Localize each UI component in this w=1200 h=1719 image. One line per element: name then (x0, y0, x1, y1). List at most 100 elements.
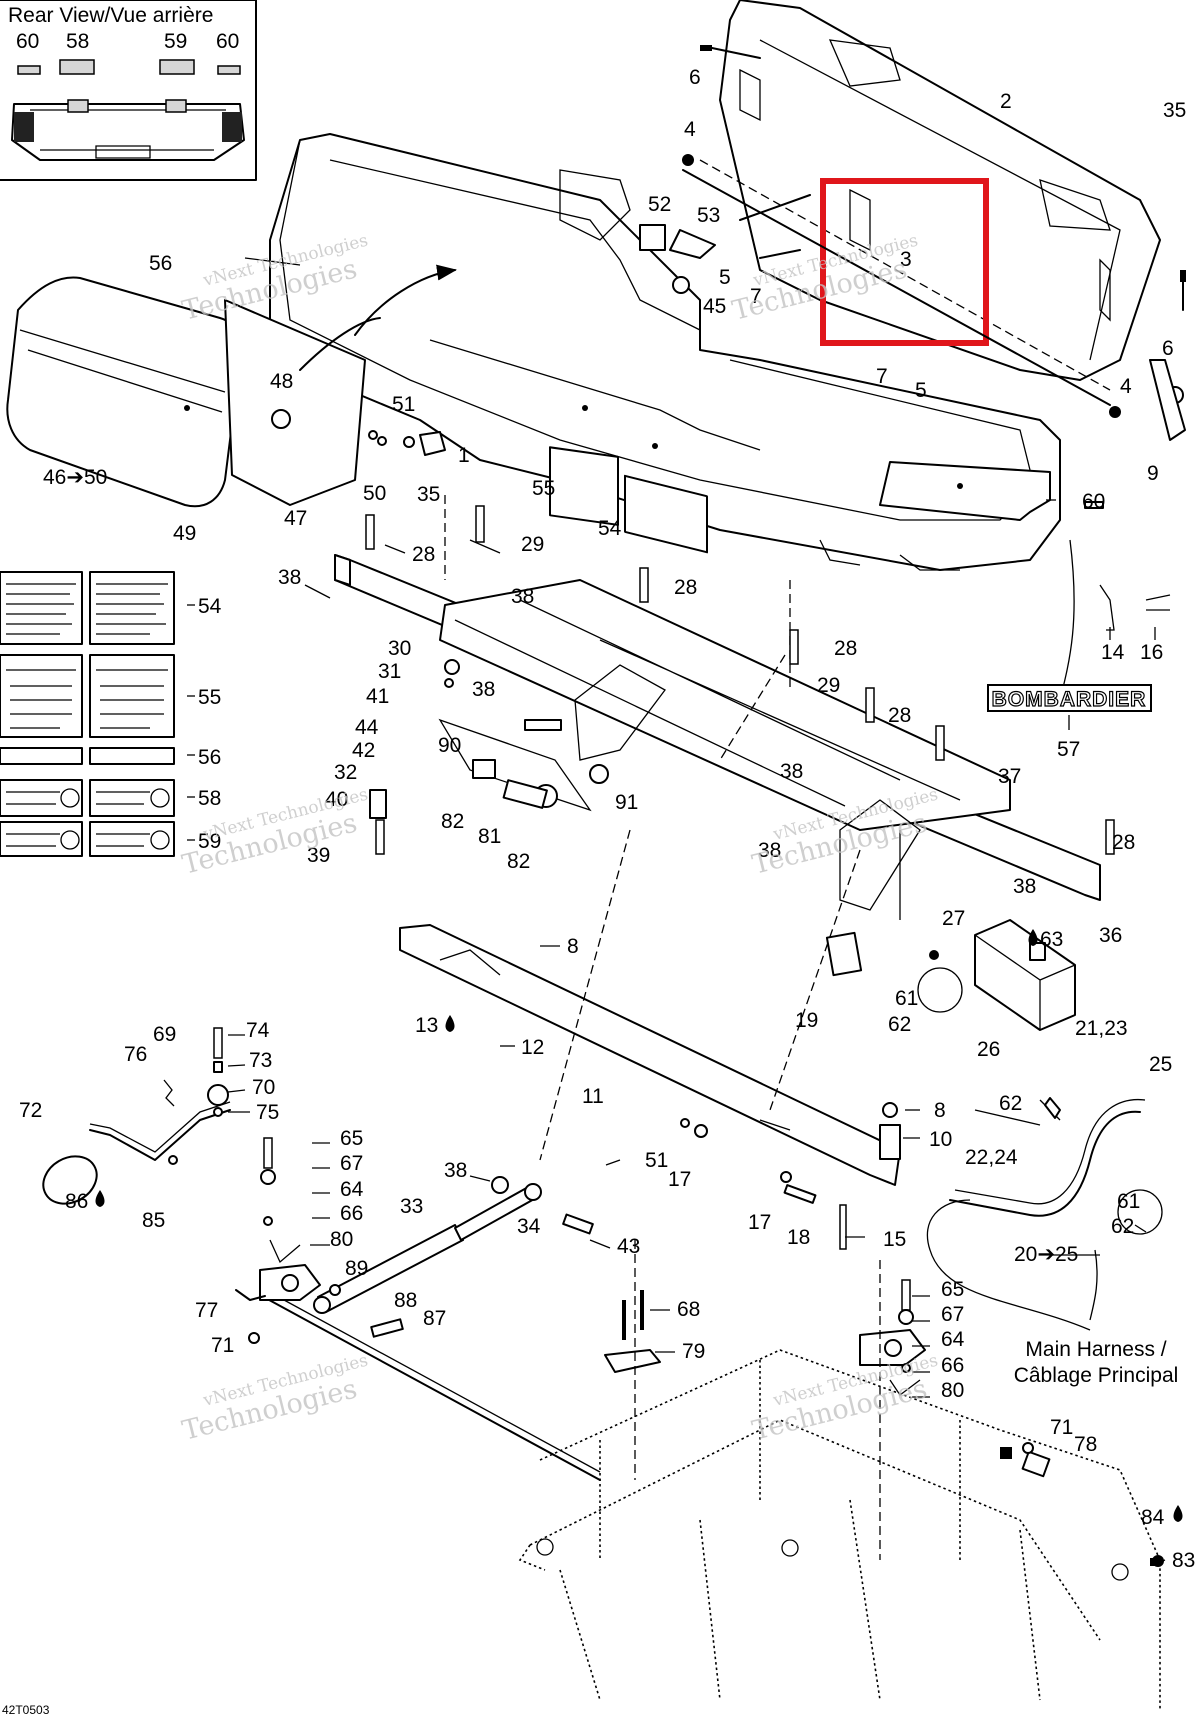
callout-84: 84 (1141, 1506, 1165, 1529)
callout-43: 43 (617, 1235, 640, 1258)
callout-71-b: 71 (1050, 1416, 1073, 1439)
callout-28-c: 28 (834, 637, 857, 660)
callout-38-e: 38 (758, 839, 781, 862)
inset-label-60-left: 60 (16, 30, 39, 53)
decal-54 (624, 474, 708, 554)
callout-56-a: 56 (149, 252, 172, 275)
callout-28-b: 28 (674, 576, 697, 599)
inset-decal-60-left (17, 65, 41, 75)
inset-label-59: 59 (164, 30, 187, 53)
callout-65-b: 65 (941, 1278, 964, 1301)
inset-title: Rear View/Vue arrière (8, 4, 213, 27)
callout-76: 76 (124, 1043, 147, 1066)
callout-61-a: 61 (895, 987, 918, 1010)
callout-21-23: 21,23 (1075, 1017, 1128, 1040)
callout-31: 31 (378, 660, 401, 683)
callout-17-a: 17 (668, 1168, 691, 1191)
callout-39: 39 (307, 844, 330, 867)
callout-38-d: 38 (780, 760, 803, 783)
decal-60 (879, 461, 1051, 521)
callout-38-f: 38 (1013, 875, 1036, 898)
callout-57: 57 (1057, 738, 1080, 761)
callout-87: 87 (423, 1307, 446, 1330)
drop-icon (1173, 1505, 1183, 1522)
callout-17-b: 17 (748, 1211, 771, 1234)
callout-22-24: 22,24 (965, 1146, 1018, 1169)
callout-12: 12 (521, 1036, 544, 1059)
callout-labels: 1 2 3 4 4 5 5 6 6 7 7 8 8 9 10 11 12 13 … (19, 66, 1195, 1572)
callout-29-a: 29 (521, 533, 544, 556)
callout-32: 32 (334, 761, 357, 784)
callout-48: 48 (270, 370, 293, 393)
callout-53: 53 (697, 204, 720, 227)
callout-44: 44 (355, 716, 379, 739)
callout-8-a: 8 (567, 935, 579, 958)
callout-40: 40 (325, 788, 348, 811)
callout-90: 90 (438, 734, 461, 757)
callout-5-a: 5 (719, 266, 731, 289)
callout-6-a: 6 (689, 66, 701, 89)
callout-33: 33 (400, 1195, 423, 1218)
decal-55-b (89, 654, 175, 738)
pad-79 (604, 1349, 661, 1373)
harness-label-line2: Câblage Principal (1014, 1364, 1179, 1387)
callout-83: 83 (1172, 1549, 1195, 1572)
callout-61-b: 61 (1117, 1190, 1140, 1213)
callout-82-a: 82 (441, 810, 464, 833)
callout-91: 91 (615, 791, 638, 814)
callout-7-b: 7 (876, 365, 888, 388)
inset-decal-60-right (217, 65, 241, 75)
rod-77 (259, 1294, 601, 1481)
callout-70: 70 (252, 1076, 275, 1099)
bombardier-decal: BOMBARDIER (987, 684, 1152, 712)
decal-59-a (0, 821, 83, 857)
hardware (163, 45, 1186, 1567)
callout-54-a: 54 (598, 517, 622, 540)
callout-71-a: 71 (211, 1334, 234, 1357)
callout-63: 63 (1040, 928, 1063, 951)
callout-37: 37 (998, 765, 1021, 788)
callout-2: 2 (1000, 90, 1012, 113)
callout-49: 49 (173, 522, 196, 545)
knob-72 (42, 1155, 98, 1205)
support-bracket-11 (399, 924, 901, 1186)
decal-panels (0, 571, 175, 857)
callout-56-b: 56 (198, 746, 221, 769)
inset-decal-59 (159, 59, 195, 75)
callout-69: 69 (153, 1023, 176, 1046)
callout-85: 85 (142, 1209, 165, 1232)
callout-28-e: 28 (1112, 831, 1135, 854)
highlight-box (820, 178, 989, 346)
callout-3: 3 (900, 248, 912, 271)
callout-80-a: 80 (330, 1228, 353, 1251)
decal-58-a (0, 779, 83, 817)
callout-89: 89 (345, 1257, 368, 1280)
callout-82-b: 82 (507, 850, 530, 873)
callout-73: 73 (249, 1049, 272, 1072)
cargo-box (269, 133, 1061, 571)
callout-67-a: 67 (340, 1152, 363, 1175)
callout-5-b: 5 (915, 379, 927, 402)
callout-51-b: 51 (645, 1149, 668, 1172)
decal-58-b (89, 779, 175, 817)
callout-75: 75 (256, 1101, 279, 1124)
callout-67-b: 67 (941, 1303, 964, 1326)
callout-64-b: 64 (941, 1328, 965, 1351)
callout-36: 36 (1099, 924, 1122, 947)
callout-15: 15 (883, 1228, 906, 1251)
callout-66-a: 66 (340, 1202, 363, 1225)
chassis-frame (518, 1349, 1161, 1710)
callout-86: 86 (65, 1190, 88, 1213)
callout-18: 18 (787, 1226, 810, 1249)
callout-4-a: 4 (684, 118, 696, 141)
callout-20-25: 20➔25 (1014, 1243, 1078, 1266)
callout-88: 88 (394, 1289, 417, 1312)
decal-55-a (0, 654, 83, 738)
callout-72: 72 (19, 1099, 42, 1122)
callout-80-b: 80 (941, 1379, 964, 1402)
callout-28-a: 28 (412, 543, 435, 566)
callout-27: 27 (942, 907, 965, 930)
drop-icon (445, 1015, 455, 1032)
callout-55-a: 55 (532, 477, 555, 500)
